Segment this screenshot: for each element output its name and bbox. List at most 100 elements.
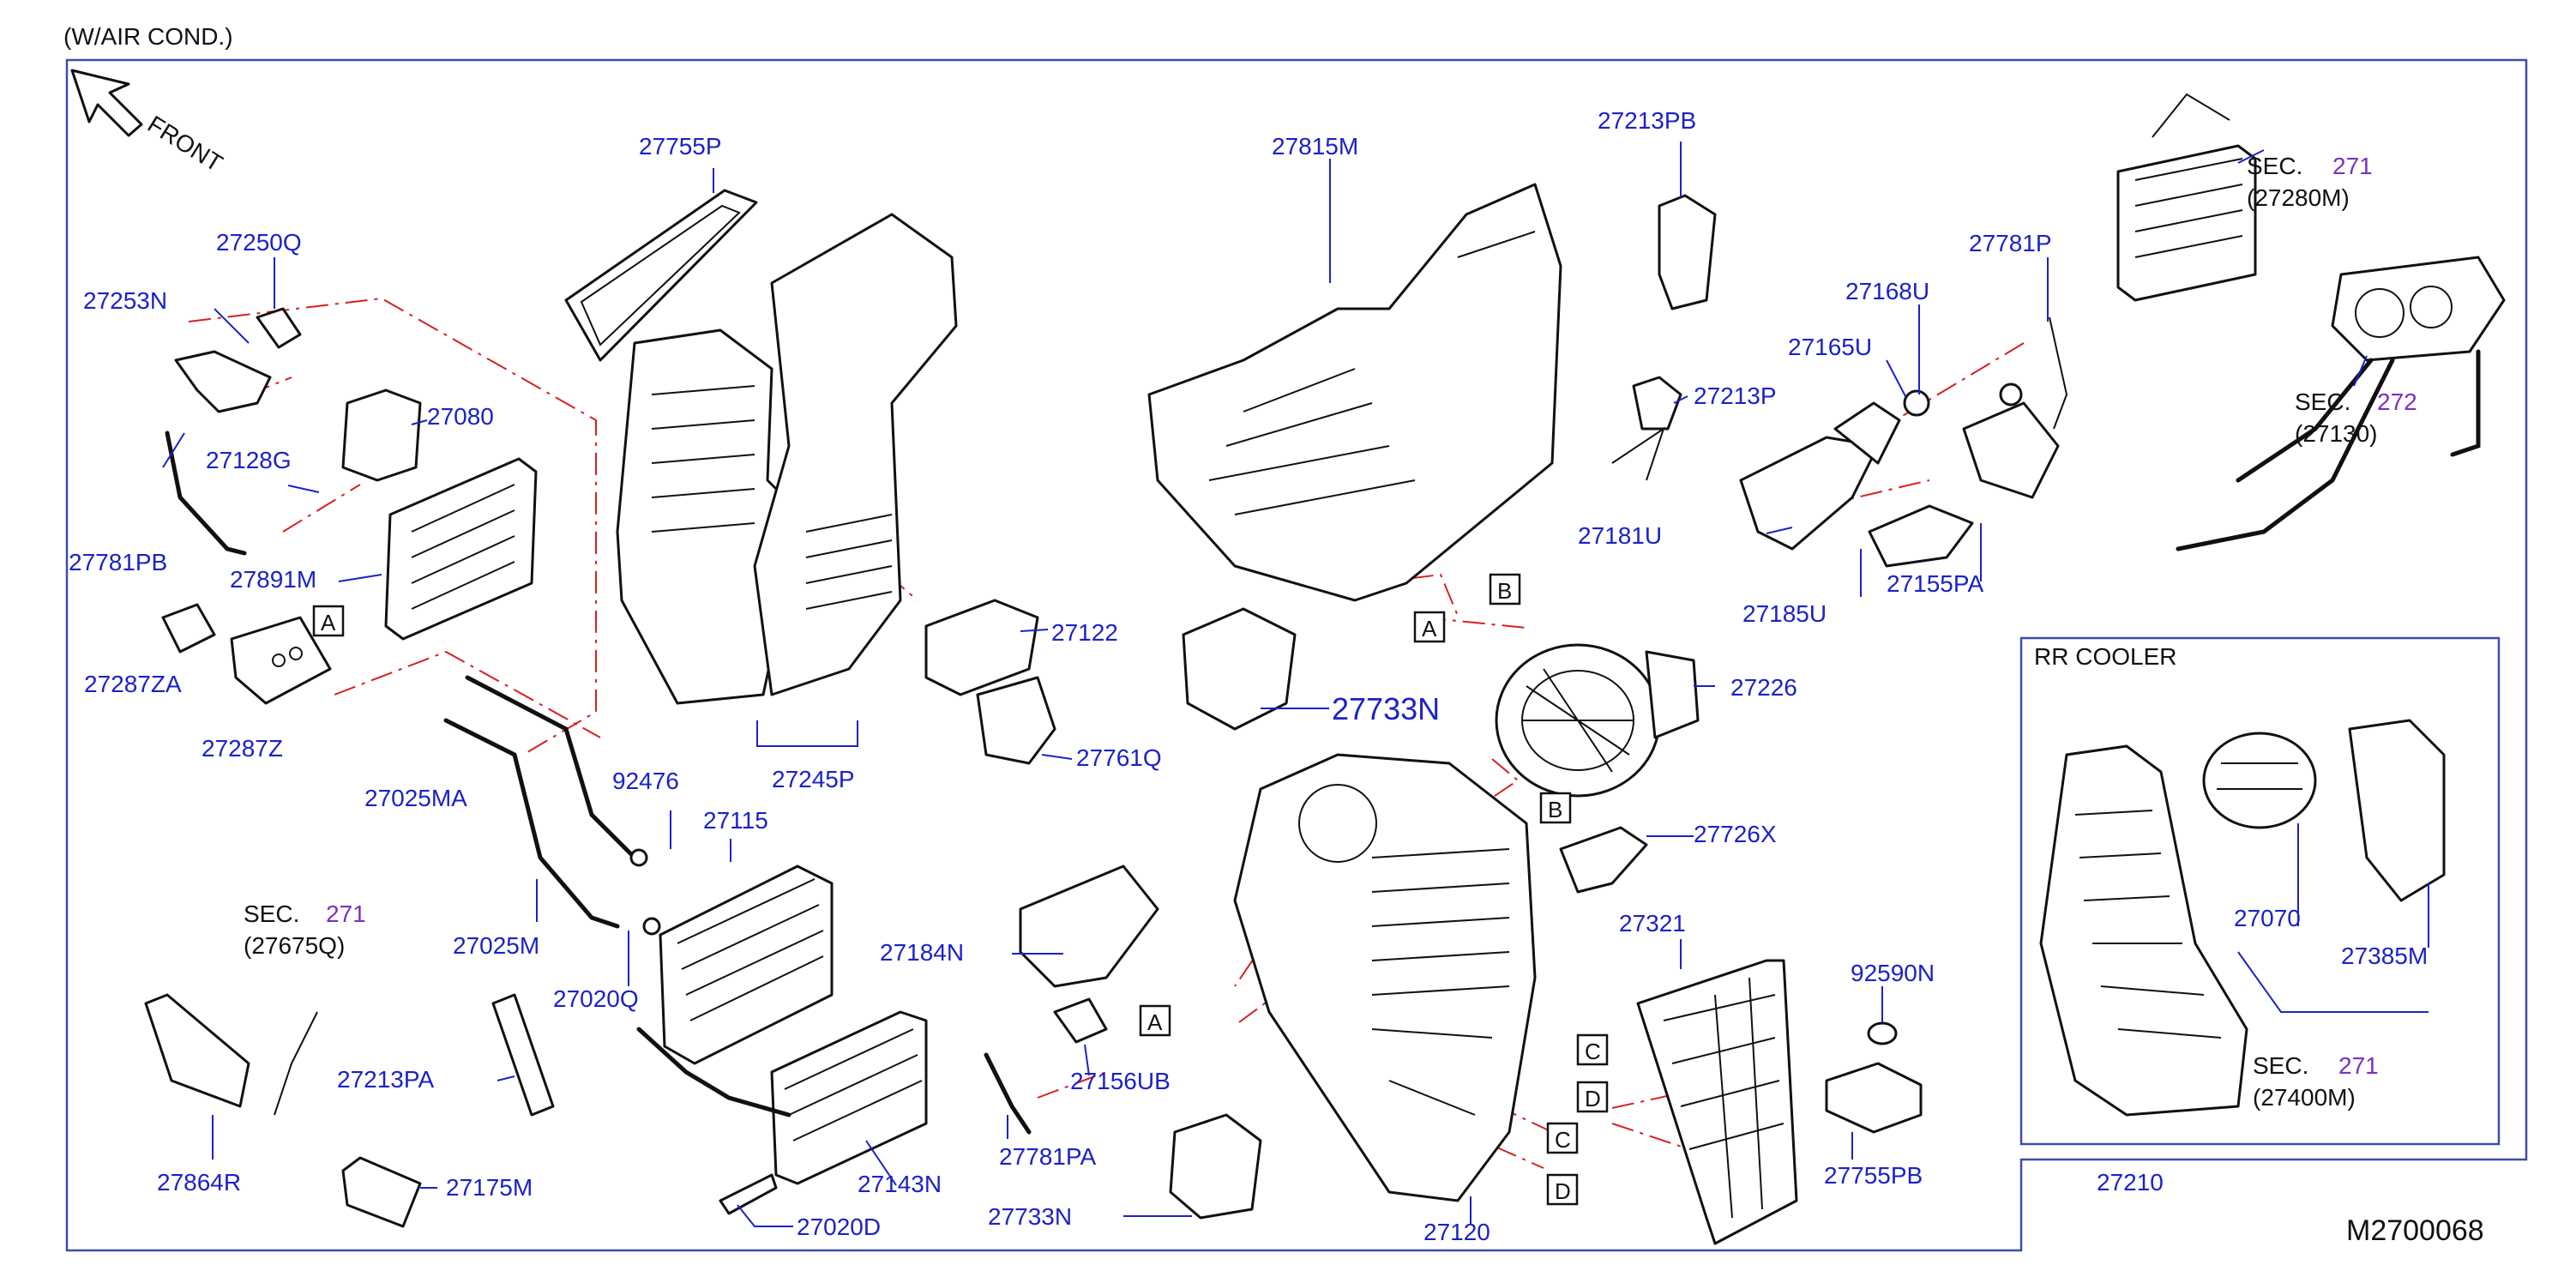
callout-box-d (1576, 1081, 1609, 1113)
part-label-27185u: 27185U (1742, 600, 1827, 627)
callout-a-label: A (321, 610, 336, 635)
part-label-27155pa: 27155PA (1887, 570, 1983, 597)
module-27080-drawing (341, 389, 422, 482)
sec271-a-num: 271 (2332, 153, 2373, 179)
part-label-27253n: 27253N (83, 287, 167, 314)
part-label-27385m: 27385M (2341, 943, 2428, 969)
part-label-27287za: 27287ZA (84, 671, 182, 697)
part-label-27726x: 27726X (1694, 821, 1777, 847)
sec271-c-code: (27400M) (2253, 1084, 2356, 1111)
part-number-labels: 27755P 27815M 27213PB 27781P 27168U 2716… (69, 107, 2428, 1245)
callout-d-label: D (1585, 1086, 1601, 1111)
part-label-27781pb: 27781PB (69, 549, 167, 575)
variant-note: (W/AIR COND.) (63, 23, 233, 50)
clip-27213pb-drawing (1658, 194, 1717, 310)
part-label-27891m: 27891M (230, 566, 316, 593)
callout-c-label: C (1585, 1039, 1601, 1064)
heater-core-27143n-drawing (636, 1010, 928, 1185)
part-label-27020d: 27020D (797, 1214, 881, 1240)
wire-27675q-drawing (274, 1011, 318, 1116)
sensor-27287z-drawing (161, 603, 332, 705)
callout-b-label: B (1497, 578, 1512, 604)
part-label-27120: 27120 (1423, 1219, 1490, 1245)
sec271-c-label: SEC. (2253, 1052, 2308, 1079)
bracket-27253n-drawing (174, 307, 302, 413)
connector-27213p-drawing (1611, 376, 1682, 481)
part-label-27250q: 27250Q (216, 229, 302, 256)
screw-27020d-drawing (719, 1173, 778, 1215)
gasket-27213pa-drawing (491, 993, 555, 1117)
sec272-controller-drawing (2176, 256, 2506, 551)
callout-box-d (1546, 1173, 1579, 1206)
part-label-27761q: 27761Q (1076, 744, 1162, 771)
filter-27891m-drawing (384, 457, 538, 641)
panel-27321-drawing (1636, 959, 1798, 1245)
lever-27156ub-drawing (984, 997, 1108, 1135)
part-label-27864r: 27864R (157, 1169, 241, 1196)
sec271-b-label: SEC. (244, 901, 299, 927)
part-label-27213pb: 27213PB (1598, 107, 1696, 134)
part-label-27815m: 27815M (1272, 133, 1358, 160)
part-label-92590n: 92590N (1851, 960, 1935, 986)
part-label-27080: 27080 (427, 403, 494, 430)
rr-cooler-frame (2019, 636, 2501, 1146)
part-label-27226: 27226 (1730, 674, 1797, 701)
part-label-27156ub: 27156UB (1070, 1068, 1171, 1094)
part-label-27733n-upper: 27733N (1332, 691, 1440, 726)
part-label-27213pa: 27213PA (337, 1066, 434, 1093)
callout-b-label: B (1548, 797, 1562, 822)
diagram-frame (65, 58, 2528, 1252)
callout-d-label: D (1555, 1178, 1571, 1204)
hoses-27025m-drawing (443, 675, 661, 936)
modules-27122-27761q-drawing (924, 599, 1056, 765)
callout-box-b (1539, 792, 1572, 824)
front-label: FRONT (143, 111, 227, 177)
evaporator-27115-drawing (659, 864, 834, 1065)
part-label-27213p: 27213P (1694, 382, 1777, 409)
callout-boxes: A A A B B C C D D (312, 573, 1609, 1206)
sec272-code: (27130) (2295, 420, 2378, 447)
bracket-27864r-drawing (144, 993, 250, 1108)
callout-box-a (312, 605, 345, 637)
sec271-a-code: (27280M) (2247, 184, 2350, 211)
rod-27781pb-drawing (165, 431, 247, 556)
part-label-27143n: 27143N (858, 1171, 942, 1197)
callout-box-b (1489, 573, 1521, 605)
callout-a-label: A (1422, 616, 1437, 642)
part-label-27210: 27210 (2097, 1169, 2164, 1196)
part-label-27755p: 27755P (639, 133, 722, 160)
part-label-92476: 92476 (612, 768, 679, 794)
sensor-27726x-drawing (1559, 826, 1648, 894)
seal-27755p-drawing (564, 189, 758, 362)
callout-box-a (1139, 1004, 1171, 1037)
part-label-27115: 27115 (703, 807, 768, 834)
rr-cooler-drawing (2039, 719, 2446, 1117)
sec272-label: SEC. (2295, 389, 2350, 415)
part-label-27168u: 27168U (1845, 278, 1929, 304)
callout-box-a (1413, 611, 1446, 643)
actuator-27733n-upper-drawing (1182, 607, 1297, 731)
linkage-assembly-drawing (1739, 316, 2068, 568)
sec272-num: 272 (2377, 389, 2417, 415)
sec271-b-code: (27675Q) (244, 932, 345, 959)
duct-27815m-drawing (1147, 183, 1562, 602)
rr-cooler-title: RR COOLER (2034, 643, 2176, 670)
part-label-27733n-lower: 27733N (988, 1203, 1072, 1230)
part-label-27122: 27122 (1051, 619, 1118, 646)
sec271-a-label: SEC. (2247, 153, 2302, 179)
part-label-27781p: 27781P (1969, 230, 2052, 256)
bracket-27175m-drawing (341, 1156, 422, 1228)
part-label-27245p: 27245P (772, 766, 855, 792)
part-label-27175m: 27175M (446, 1174, 533, 1201)
section-refs: SEC. 271 (27280M) SEC. 272 (27130) SEC. … (244, 153, 2417, 1111)
heater-case-27245p-drawing (616, 213, 958, 705)
part-label-27070: 27070 (2234, 905, 2301, 931)
part-label-27184n: 27184N (880, 939, 964, 966)
grommet-92590n-drawing (1825, 1021, 1923, 1134)
part-label-27287z: 27287Z (202, 735, 283, 762)
part-label-27128g: 27128G (206, 447, 292, 473)
sec271-c-num: 271 (2338, 1052, 2379, 1079)
part-label-27321: 27321 (1619, 910, 1686, 937)
diagram-code: M2700068 (2346, 1214, 2484, 1247)
